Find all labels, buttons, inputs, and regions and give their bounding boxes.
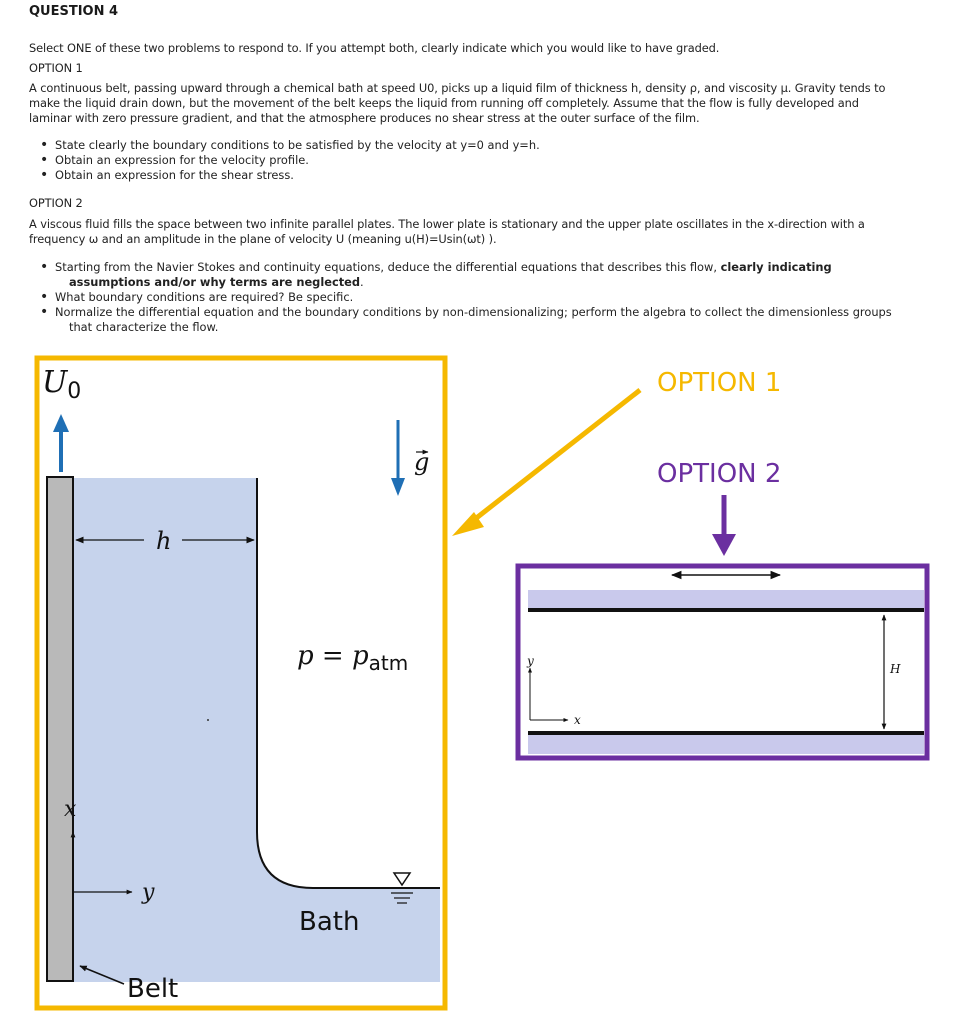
bath-label: Bath (299, 907, 359, 937)
pressure-label: p = patm (297, 641, 408, 675)
option1-callout: OPTION 1 (657, 368, 781, 398)
belt-label: Belt (127, 974, 178, 1004)
option1-callout-arrow (468, 388, 642, 525)
option2-heading: OPTION 2 (29, 196, 83, 210)
option2-bullet: Starting from the Navier Stokes and cont… (40, 260, 832, 275)
option2-callout-arrowhead (712, 534, 736, 556)
speck (207, 719, 209, 721)
belt-speed-label: U0 (42, 365, 81, 404)
option2-bullet-text: Starting from the Navier Stokes and cont… (55, 260, 721, 274)
belt (46, 476, 74, 982)
belt-pointer-arrow (79, 965, 125, 985)
option2-text-line: frequency ω and an amplitude in the plan… (29, 232, 497, 246)
x-axis-label: x (64, 797, 77, 822)
plate-y-label: y (526, 654, 534, 668)
option2-text-line: A viscous fluid fills the space between … (29, 217, 865, 231)
plate-x-label: x (574, 713, 581, 727)
option2-bullet: Normalize the differential equation and … (40, 305, 892, 320)
gap-label: H (889, 662, 901, 676)
option1-bullet: State clearly the boundary conditions to… (40, 138, 540, 153)
option2-bullet-continuation: assumptions and/or why terms are neglect… (69, 275, 364, 289)
option1-bullet: Obtain an expression for the shear stres… (40, 168, 294, 183)
gravity-arrowhead (391, 478, 405, 496)
option2-bullet-continuation: that characterize the flow. (69, 320, 219, 334)
option2-callout: OPTION 2 (657, 459, 781, 489)
option1-figure: U0 h g p = patm x y Bath Belt (34, 355, 448, 1011)
belt-speed-arrowhead (53, 414, 69, 432)
option2-bullet: What boundary conditions are required? B… (40, 290, 353, 305)
gravity-label: g (414, 448, 429, 476)
upper-plate-shade (528, 590, 924, 610)
option1-text-line: laminar with zero pressure gradient, and… (29, 111, 700, 125)
film-surface-line (256, 478, 440, 889)
question-title: QUESTION 4 (29, 4, 119, 19)
free-surface-icon (392, 872, 412, 887)
option1-text-line: make the liquid drain down, but the move… (29, 96, 859, 110)
y-axis-label: y (141, 880, 155, 905)
option2-figure: H y x (515, 563, 930, 761)
option1-callout-arrowhead (452, 512, 484, 536)
instructions-text: Select ONE of these two problems to resp… (29, 41, 720, 55)
thickness-label: h (156, 527, 171, 555)
lower-plate-shade (528, 734, 924, 754)
option1-bullet: Obtain an expression for the velocity pr… (40, 153, 309, 168)
option2-frame (515, 563, 930, 761)
option1-frame (34, 355, 448, 1011)
option1-text-line: A continuous belt, passing upward throug… (29, 81, 886, 95)
option2-bullet-emphasis: clearly indicating (720, 260, 832, 274)
option1-heading: OPTION 1 (29, 61, 83, 75)
